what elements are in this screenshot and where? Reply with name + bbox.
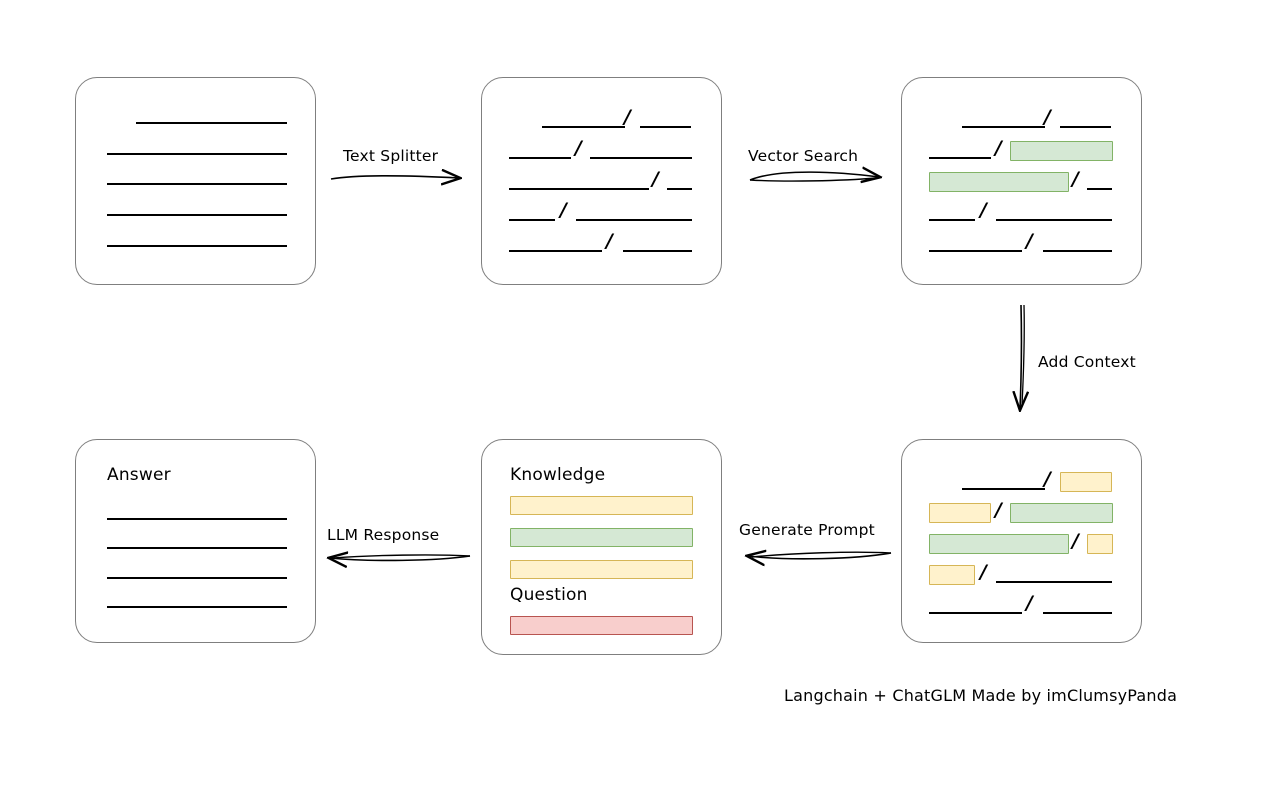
doc-line-segment (576, 219, 692, 221)
separator-slash: / (1044, 106, 1051, 128)
doc-line-segment (509, 250, 602, 252)
knowledge-chunk-yellow[interactable] (510, 496, 693, 515)
doc-line (136, 122, 287, 124)
doc-line (107, 183, 287, 185)
arrow-text-splitter (330, 176, 459, 179)
context-chunk-yellow[interactable] (929, 565, 975, 585)
separator-slash: / (1026, 230, 1033, 252)
doc-line (107, 245, 287, 247)
matched-chunk-green[interactable] (1010, 503, 1113, 523)
edge-label-text-splitter: Text Splitter (343, 147, 439, 165)
arrow-vector-search (749, 172, 879, 181)
edge-label-generate-prompt: Generate Prompt (739, 521, 875, 539)
doc-line-segment (929, 157, 991, 159)
knowledge-chunk-yellow[interactable] (510, 560, 693, 579)
source-document-box[interactable] (75, 77, 316, 285)
matched-chunk-green[interactable] (929, 172, 1069, 192)
doc-line-segment (542, 126, 625, 128)
separator-slash: / (606, 230, 613, 252)
vector-matched-box[interactable]: / / / / / (901, 77, 1142, 285)
doc-line-segment (667, 188, 692, 190)
doc-line-segment (929, 612, 1022, 614)
doc-line-segment (1060, 126, 1111, 128)
separator-slash: / (1044, 468, 1051, 490)
arrow-add-context (1020, 304, 1024, 409)
doc-line-segment (590, 157, 692, 159)
doc-line-segment (509, 188, 649, 190)
separator-slash: / (652, 168, 659, 190)
doc-line-segment (1087, 188, 1112, 190)
doc-line-segment (640, 126, 691, 128)
separator-slash: / (560, 199, 567, 221)
edge-label-llm-response: LLM Response (327, 526, 440, 544)
doc-line (107, 153, 287, 155)
separator-slash: / (980, 199, 987, 221)
matched-chunk-green[interactable] (929, 534, 1069, 554)
doc-line-segment (623, 250, 692, 252)
answer-label: Answer (107, 465, 171, 485)
separator-slash: / (1072, 168, 1079, 190)
doc-line-segment (509, 219, 555, 221)
context-chunk-yellow[interactable] (1060, 472, 1112, 492)
knowledge-label: Knowledge (510, 465, 606, 485)
doc-line-segment (929, 219, 975, 221)
separator-slash: / (575, 137, 582, 159)
separator-slash: / (995, 499, 1002, 521)
doc-line (107, 577, 287, 579)
context-document-box[interactable]: / / / / / (901, 439, 1142, 643)
doc-line-segment (996, 219, 1112, 221)
context-chunk-yellow[interactable] (929, 503, 991, 523)
split-document-box[interactable]: / / / / / (481, 77, 722, 285)
answer-box[interactable]: Answer (75, 439, 316, 643)
doc-line-segment (509, 157, 571, 159)
prompt-box[interactable]: Knowledge Question (481, 439, 722, 655)
separator-slash: / (624, 106, 631, 128)
arrow-generate-prompt (748, 552, 892, 559)
diagram-caption: Langchain + ChatGLM Made by imClumsyPand… (784, 686, 1178, 705)
doc-line-segment (1043, 250, 1112, 252)
question-label: Question (510, 585, 588, 605)
doc-line-segment (1043, 612, 1112, 614)
doc-line-segment (962, 126, 1045, 128)
arrow-llm-response (330, 555, 471, 561)
doc-line (107, 214, 287, 216)
context-chunk-yellow[interactable] (1087, 534, 1113, 554)
doc-line-segment (996, 581, 1112, 583)
separator-slash: / (1072, 530, 1079, 552)
knowledge-chunk-green[interactable] (510, 528, 693, 547)
doc-line (107, 606, 287, 608)
matched-chunk-green[interactable] (1010, 141, 1113, 161)
separator-slash: / (1026, 592, 1033, 614)
doc-line (107, 518, 287, 520)
question-chunk-red[interactable] (510, 616, 693, 635)
doc-line-segment (929, 250, 1022, 252)
doc-line-segment (962, 488, 1045, 490)
edge-label-add-context: Add Context (1038, 353, 1136, 371)
separator-slash: / (980, 561, 987, 583)
edge-label-vector-search: Vector Search (748, 147, 859, 165)
doc-line (107, 547, 287, 549)
separator-slash: / (995, 137, 1002, 159)
